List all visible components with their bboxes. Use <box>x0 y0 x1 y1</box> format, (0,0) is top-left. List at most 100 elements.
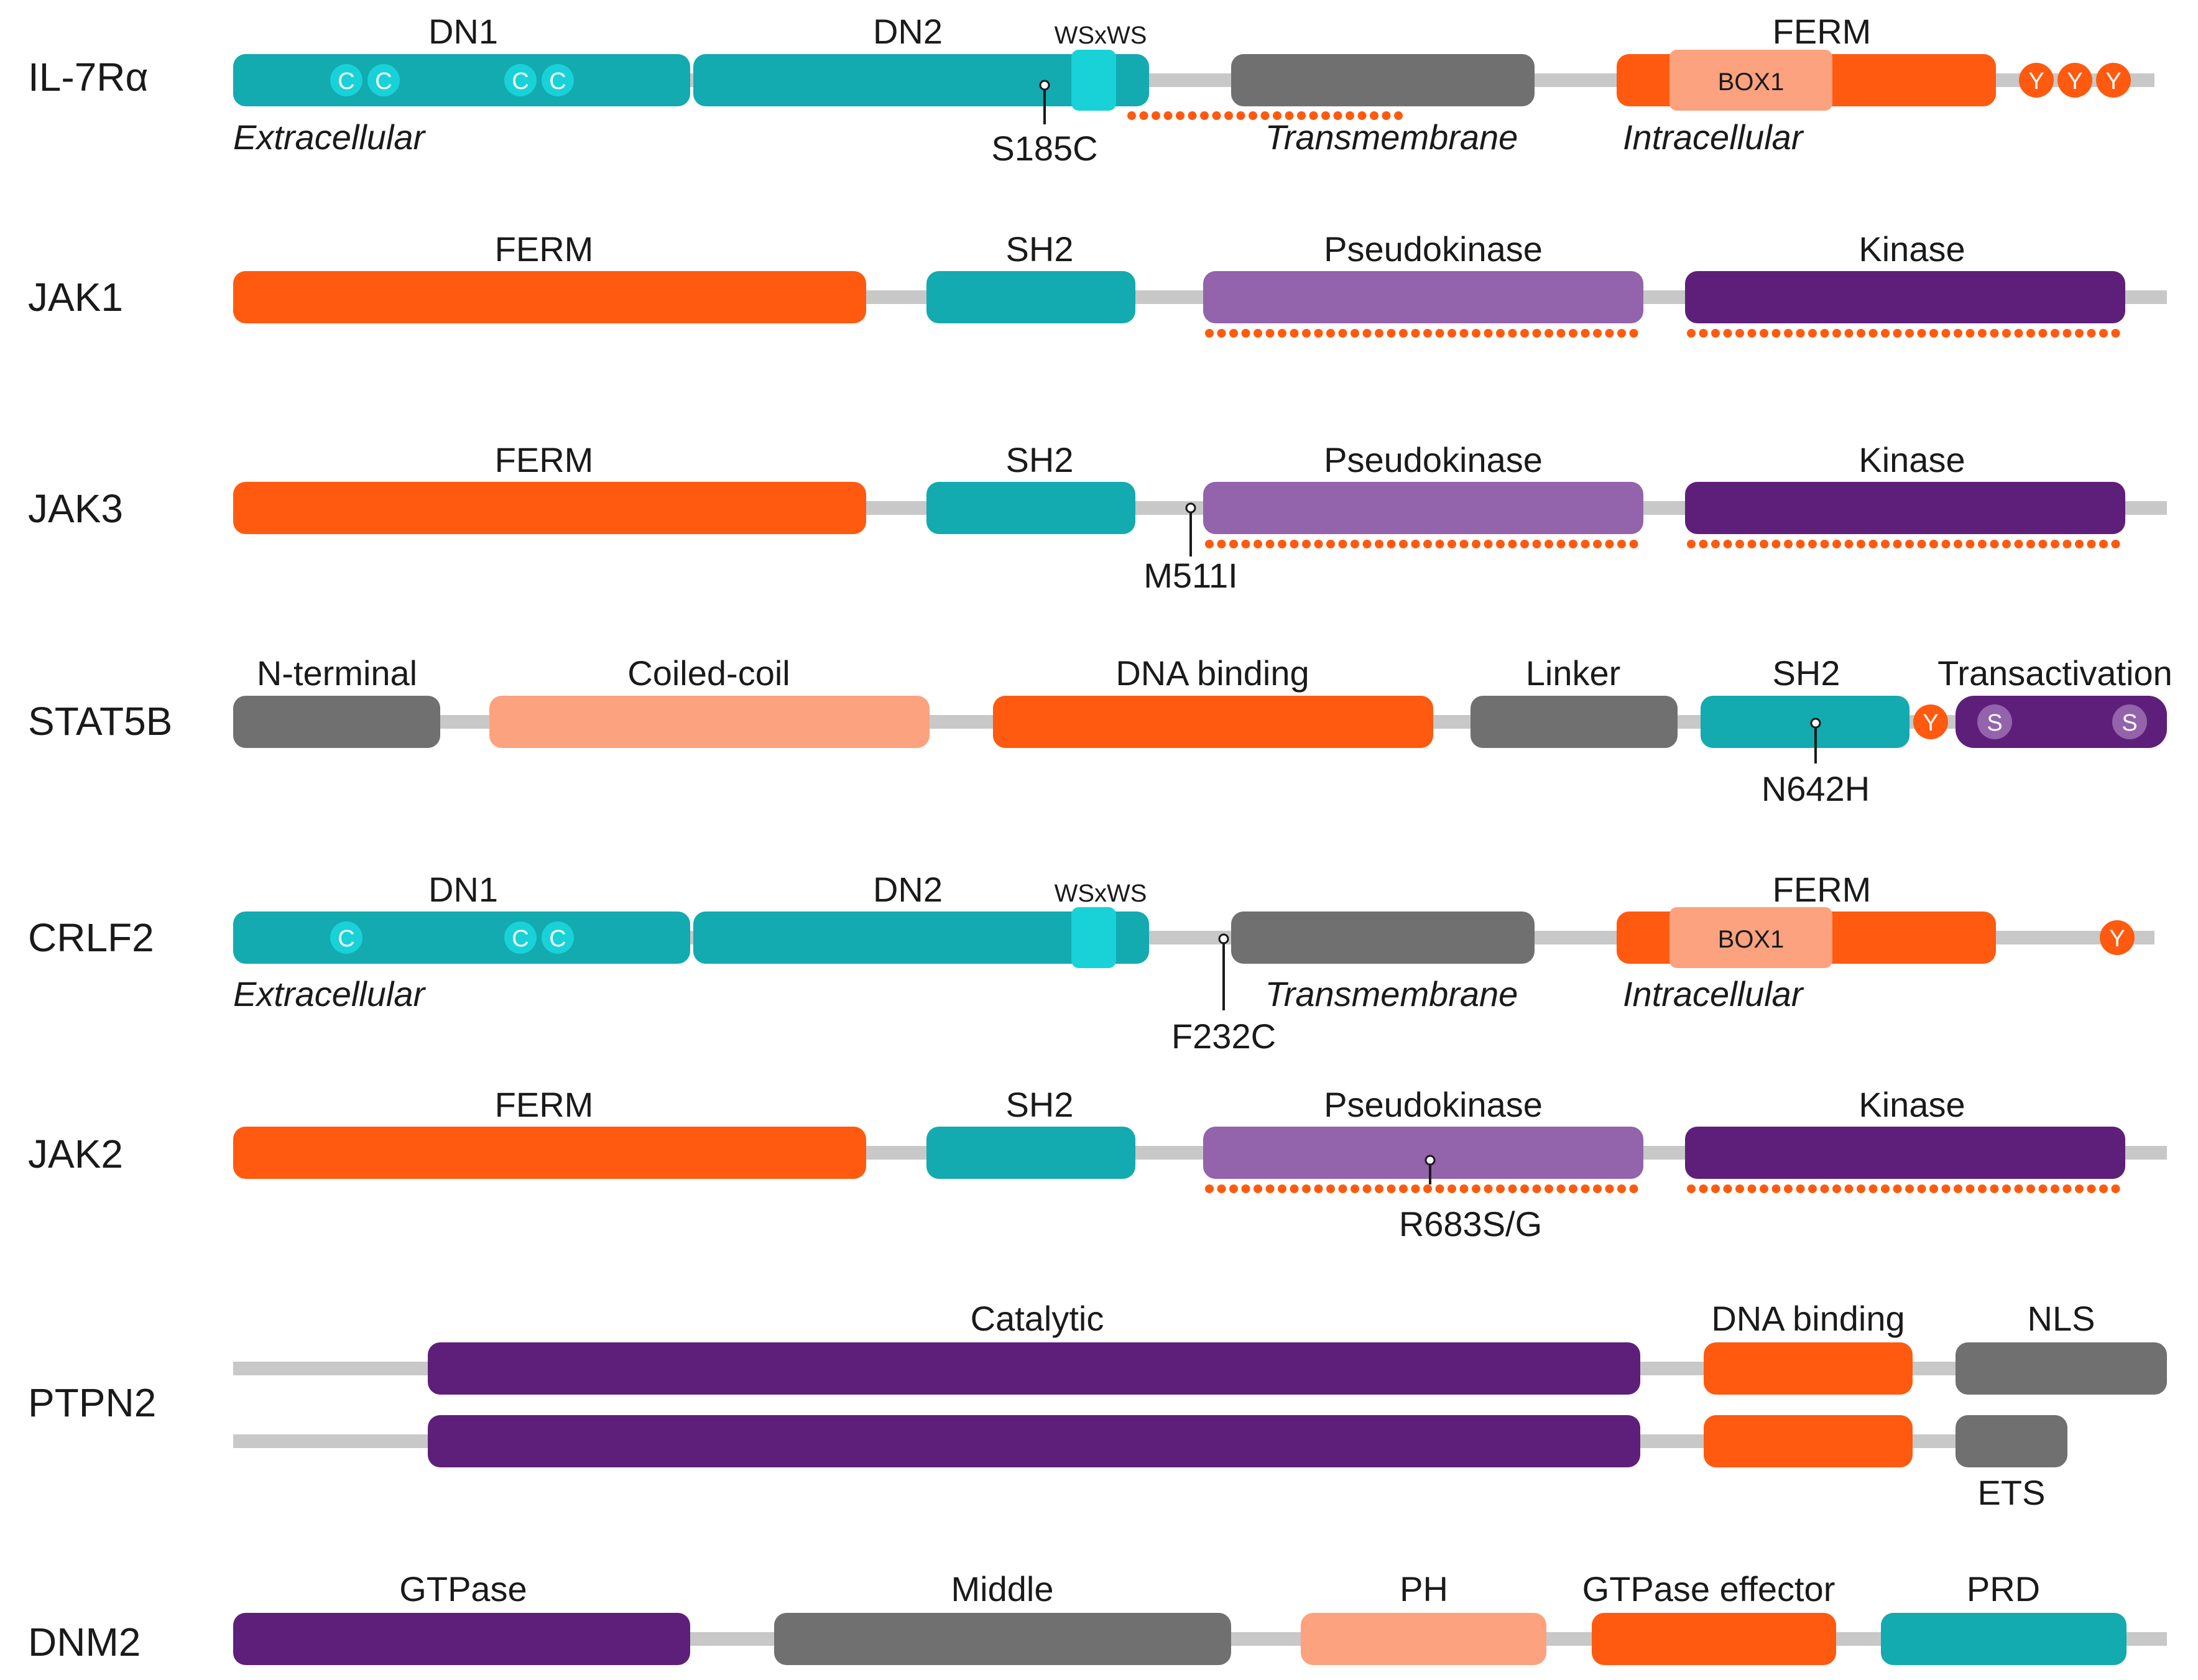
domain-transactivation <box>1956 696 2167 748</box>
domain-catalytic <box>428 1342 1640 1395</box>
hotspot-dot <box>1881 1184 1890 1193</box>
hotspot-dot <box>1965 540 1975 548</box>
hotspot-dot <box>1435 329 1444 338</box>
hotspot-dot <box>1978 540 1987 548</box>
hotspot-dot <box>2062 540 2072 548</box>
hotspot-dot <box>1254 329 1262 338</box>
protein-dnm2: DNM2 GTPase Middle PH GTPase effector PR… <box>28 1569 2167 1665</box>
hotspot-dot <box>1520 1184 1529 1193</box>
domain-label-linker: Linker <box>1526 653 1621 693</box>
hotspot-dot <box>2062 1184 2072 1193</box>
hotspot-dot <box>1941 540 1951 548</box>
hotspot-dot <box>1699 329 1708 338</box>
domain-label-box1: BOX1 <box>1718 68 1785 96</box>
hotspot-dot <box>1771 1184 1781 1193</box>
svg-text:C: C <box>512 926 529 952</box>
hotspot-dot <box>1423 329 1432 338</box>
hotspot-dot <box>1399 329 1408 338</box>
hotspot-dot <box>1362 1184 1372 1193</box>
hotspot-dot <box>1265 1184 1275 1193</box>
domain-label-transactivation: Transactivation <box>1937 653 2173 693</box>
hotspot-dot <box>2038 540 2048 548</box>
hotspot-dot <box>1448 540 1456 548</box>
domain-gtpase <box>233 1613 690 1665</box>
hotspot-dot <box>1459 540 1469 548</box>
domain-box1 <box>1669 50 1832 111</box>
hotspot-dot <box>1581 1184 1590 1193</box>
cysteine-marks: C C C <box>330 921 574 954</box>
domain-label-dn2: DN2 <box>873 12 943 51</box>
domain-dna-binding <box>993 696 1433 748</box>
domain-label-catalytic: Catalytic <box>971 1299 1104 1338</box>
domain-pseudokinase <box>1203 271 1643 323</box>
hotspot-dot <box>1629 1184 1638 1193</box>
region-label-intracellular: Intracellular <box>1623 974 1804 1013</box>
hotspot-dot <box>1200 111 1209 120</box>
mutation-m511i: M511I <box>1143 502 1238 595</box>
hotspot-dot <box>1459 1184 1469 1193</box>
domain-kinase <box>1685 482 2125 534</box>
hotspot-dot <box>1905 329 1914 338</box>
hotspot-dot <box>2075 1184 2084 1193</box>
hotspot-dot <box>1844 1184 1854 1193</box>
domain-label-ferm: FERM <box>495 1085 594 1124</box>
hotspot-dot <box>1905 1184 1914 1193</box>
hotspot-dot <box>1387 1184 1396 1193</box>
domain-pseudokinase <box>1203 482 1643 534</box>
hotspot-dot <box>1326 540 1335 548</box>
hotspot-dot <box>1545 1184 1553 1193</box>
hotspot-dot <box>1545 540 1553 548</box>
region-label-intracellular: Intracellular <box>1623 118 1804 157</box>
hotspot-dot <box>1375 329 1383 338</box>
mutation-label: S185C <box>991 129 1097 168</box>
hotspot-dot <box>1236 111 1245 120</box>
hotspot-dot <box>2075 329 2084 338</box>
hotspot-dot <box>2111 329 2120 338</box>
hotspot-dot <box>1893 540 1902 548</box>
domain-label-sh2: SH2 <box>1006 1085 1074 1124</box>
domain-sh2 <box>1701 696 1909 748</box>
hotspot-dot <box>2002 540 2011 548</box>
hotspot-dot <box>2051 1184 2059 1193</box>
svg-text:Y: Y <box>1923 710 1938 736</box>
domain-label-pseudokinase: Pseudokinase <box>1324 440 1543 479</box>
svg-text:Y: Y <box>2105 68 2121 95</box>
domain-dn2 <box>693 54 1149 106</box>
hotspot-dot <box>1605 329 1614 338</box>
hotspot-dot <box>1472 329 1480 338</box>
hotspot-dot <box>1699 540 1708 548</box>
hotspot-dot <box>1459 329 1469 338</box>
svg-text:C: C <box>375 68 392 95</box>
domain-label-nls: NLS <box>2028 1299 2095 1338</box>
hotspot-dot <box>1508 329 1517 338</box>
protein-crlf2: CRLF2 BOX1 C C C Y DN1 DN2 WSxWS FERM Ex… <box>28 870 2154 1056</box>
hotspot-dot <box>1990 329 1999 338</box>
domain-dna-binding <box>1704 1415 1913 1467</box>
hotspot-dot <box>1435 540 1444 548</box>
domain-label-box1: BOX1 <box>1718 926 1785 953</box>
hotspot-dot <box>1965 329 1975 338</box>
protein-name-ptpn2: PTPN2 <box>28 1380 156 1425</box>
cysteine-2 <box>504 921 537 954</box>
hotspot-dot <box>1893 1184 1902 1193</box>
hotspot-dot <box>1260 111 1270 120</box>
domain-label-middle: Middle <box>951 1569 1054 1608</box>
hotspot-dot <box>1338 540 1347 548</box>
hotspot-dot <box>1472 540 1480 548</box>
hotspot-dot <box>1290 1184 1299 1193</box>
hotspot-dot <box>1917 540 1926 548</box>
protein-name-jak1: JAK1 <box>28 275 123 320</box>
hotspot-dot <box>1556 1184 1566 1193</box>
hotspot-dot <box>1217 1184 1226 1193</box>
hotspot-dot <box>1881 540 1890 548</box>
domain-gtpase-effector <box>1592 1613 1836 1665</box>
domain-label-sh2: SH2 <box>1006 229 1074 269</box>
hotspot-dot <box>1868 329 1878 338</box>
residue-s-2 <box>2112 704 2147 739</box>
domain-prd <box>1881 1613 2126 1665</box>
residue-y <box>1913 704 1948 739</box>
domain-sh2 <box>926 271 1135 323</box>
mutation-label: N642H <box>1762 769 1870 808</box>
hotspot-dot <box>2026 1184 2035 1193</box>
hotspot-dot <box>1484 1184 1493 1193</box>
